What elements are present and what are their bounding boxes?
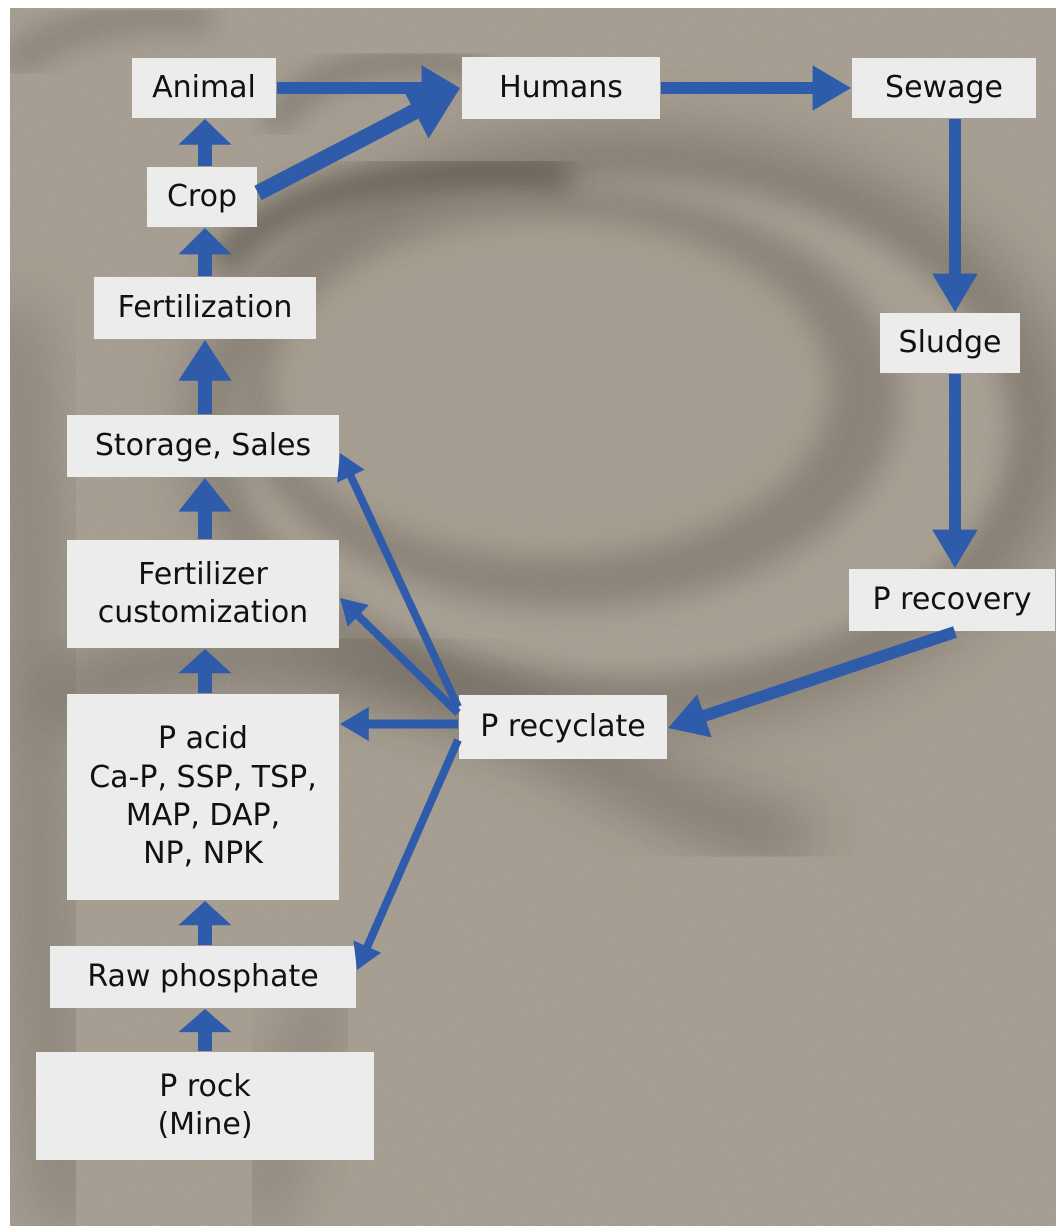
arrow-p-recyclate-to-p-acid — [340, 707, 458, 741]
arrow-p-recovery-to-p-recyclate — [668, 626, 957, 737]
arrow-p-recyclate-to-fertilizer-customization — [340, 598, 461, 716]
arrow-p-recyclate-to-raw-phosphate — [353, 738, 461, 970]
arrow-fertilizer-customization-to-storage-sales — [178, 478, 231, 539]
arrow-sludge-to-p-recovery — [932, 374, 978, 568]
arrow-p-recyclate-to-storage-sales — [337, 453, 462, 709]
arrow-animal-to-humans — [277, 65, 460, 111]
arrow-storage-sales-to-fertilization — [178, 340, 231, 414]
arrow-p-rock-to-raw-phosphate — [178, 1009, 231, 1051]
arrow-p-acid-to-fertilizer-customization — [178, 649, 231, 693]
arrow-raw-phosphate-to-p-acid — [178, 901, 231, 945]
arrow-fertilization-to-crop — [178, 228, 231, 276]
arrow-crop-to-animal — [178, 119, 231, 166]
arrow-humans-to-sewage — [661, 65, 851, 111]
arrow-sewage-to-sludge — [932, 119, 978, 312]
